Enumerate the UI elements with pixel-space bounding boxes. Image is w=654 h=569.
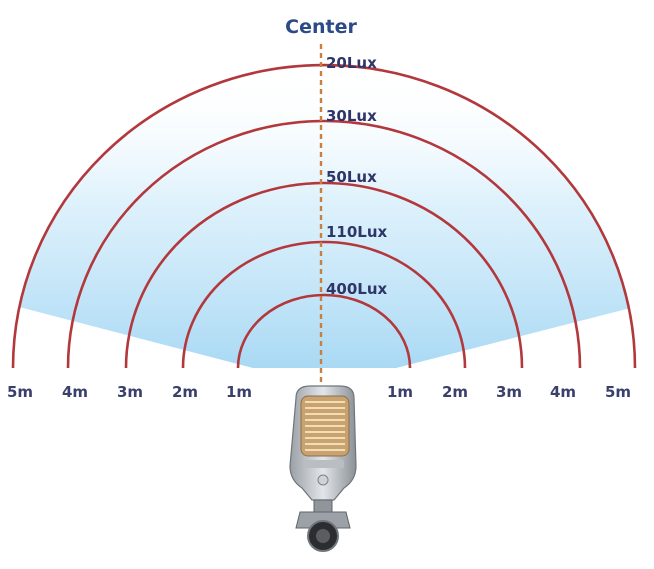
light-beam-area bbox=[13, 65, 635, 369]
distance-labels-left: 5m 4m 3m 2m 1m bbox=[7, 383, 252, 401]
lux-arcs bbox=[11, 63, 637, 369]
distance-right-2m: 2m bbox=[442, 383, 468, 401]
distance-right-3m: 3m bbox=[496, 383, 522, 401]
distance-right-1m: 1m bbox=[387, 383, 413, 401]
center-label: Center bbox=[285, 16, 357, 38]
lux-label-400: 400Lux bbox=[326, 280, 388, 298]
distance-right-5m: 5m bbox=[605, 383, 631, 401]
arc-20lux bbox=[11, 63, 637, 369]
distance-labels-right: 1m 2m 3m 4m 5m bbox=[387, 383, 631, 401]
arc-50lux bbox=[124, 181, 524, 369]
lux-label-20: 20Lux bbox=[326, 54, 377, 72]
distance-left-3m: 3m bbox=[117, 383, 143, 401]
distance-left-5m: 5m bbox=[7, 383, 33, 401]
distance-left-4m: 4m bbox=[62, 383, 88, 401]
distance-left-2m: 2m bbox=[172, 383, 198, 401]
distance-left-1m: 1m bbox=[226, 383, 252, 401]
arc-30lux bbox=[66, 119, 582, 369]
arc-400lux bbox=[236, 293, 412, 369]
lux-label-110: 110Lux bbox=[326, 223, 388, 241]
distance-right-4m: 4m bbox=[550, 383, 576, 401]
street-light-fixture bbox=[289, 385, 357, 552]
lamp-badge bbox=[317, 474, 329, 486]
led-grid bbox=[305, 401, 345, 451]
lux-labels: 20Lux 30Lux 50Lux 110Lux 400Lux bbox=[326, 54, 388, 298]
lamp-label-strip bbox=[304, 460, 344, 468]
lux-label-30: 30Lux bbox=[326, 107, 377, 125]
lux-label-50: 50Lux bbox=[326, 168, 377, 186]
arc-110lux bbox=[181, 240, 467, 369]
pole-clamp-inner bbox=[316, 529, 330, 543]
